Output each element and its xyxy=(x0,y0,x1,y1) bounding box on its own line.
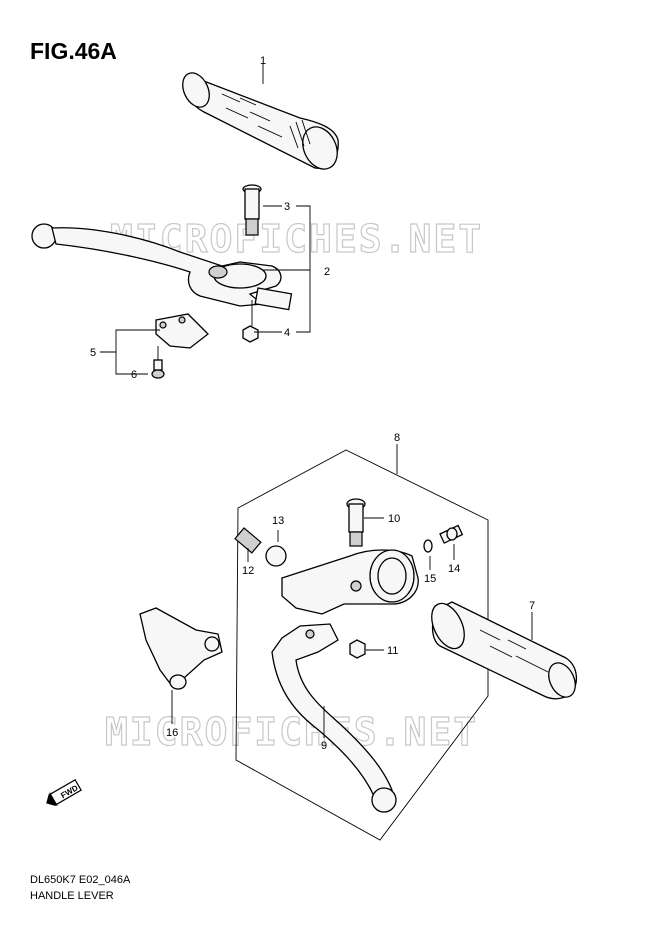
clutch-holder xyxy=(281,549,419,615)
grip-part-7 xyxy=(431,601,577,700)
switch-part-5 xyxy=(155,313,209,349)
switch-part-16 xyxy=(139,607,223,690)
callout-1: 1 xyxy=(260,55,266,67)
assembly-frame xyxy=(235,449,489,841)
callout-11: 11 xyxy=(387,645,398,657)
watermark-bottom: MICROFICHES.NET xyxy=(105,710,478,754)
figure-name: HANDLE LEVER xyxy=(30,890,114,902)
washer-part-15 xyxy=(423,539,433,553)
callout-14: 14 xyxy=(448,563,460,575)
bolt-part-3 xyxy=(242,184,262,236)
callout-5: 5 xyxy=(90,347,96,359)
callout-13: 13 xyxy=(272,515,284,527)
nut-part-4 xyxy=(242,325,259,343)
callout-15: 15 xyxy=(424,573,436,585)
forward-arrow-icon: FWD xyxy=(46,778,82,806)
callout-9: 9 xyxy=(321,740,327,752)
adjuster-part-12-13 xyxy=(234,527,287,567)
callout-3: 3 xyxy=(284,201,290,213)
brake-lever-part-2 xyxy=(31,223,293,311)
callout-6: 6 xyxy=(131,369,137,381)
grip-part-1 xyxy=(182,72,339,170)
screw-part-14 xyxy=(439,524,464,544)
figure-code: DL650K7 E02_046A xyxy=(30,874,131,886)
callout-8: 8 xyxy=(394,432,400,444)
bolt-part-10 xyxy=(346,498,366,547)
figure-title: FIG.46A xyxy=(30,38,117,64)
screw-part-6 xyxy=(151,359,165,379)
callout-12: 12 xyxy=(242,565,254,577)
callout-7: 7 xyxy=(529,600,535,612)
nut-part-11 xyxy=(349,639,366,659)
callout-10: 10 xyxy=(388,513,400,525)
callout-4: 4 xyxy=(284,327,290,339)
callout-16: 16 xyxy=(166,727,178,739)
clutch-lever-part-9 xyxy=(271,623,397,813)
callout-2: 2 xyxy=(324,266,330,278)
